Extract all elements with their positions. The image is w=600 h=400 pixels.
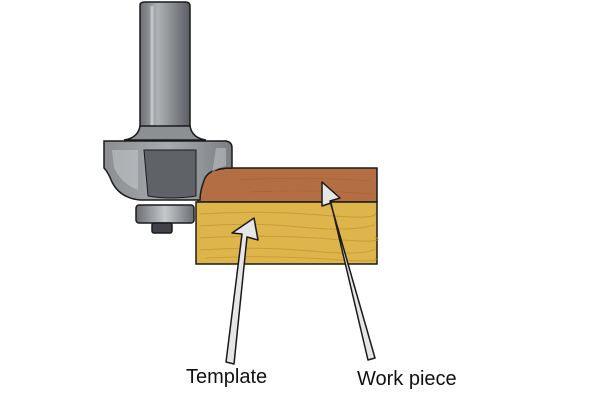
template-grain <box>199 211 379 262</box>
router-bit-screw <box>151 222 173 234</box>
router-bit-bearing <box>135 204 195 224</box>
router-bit-shoulder <box>123 125 207 141</box>
cutter-left-highlight <box>112 150 138 190</box>
work-piece-grain <box>239 177 373 195</box>
router-bit-shank <box>139 1 191 129</box>
work-piece-label: Work piece <box>357 368 457 390</box>
template-label: Template <box>186 366 267 388</box>
work-piece <box>197 167 378 203</box>
template-arrow <box>225 217 259 365</box>
router-bit-cutter-face <box>143 149 197 199</box>
work-piece-arrow <box>321 181 376 361</box>
cutter-right-edge <box>212 148 226 174</box>
template <box>195 201 378 265</box>
